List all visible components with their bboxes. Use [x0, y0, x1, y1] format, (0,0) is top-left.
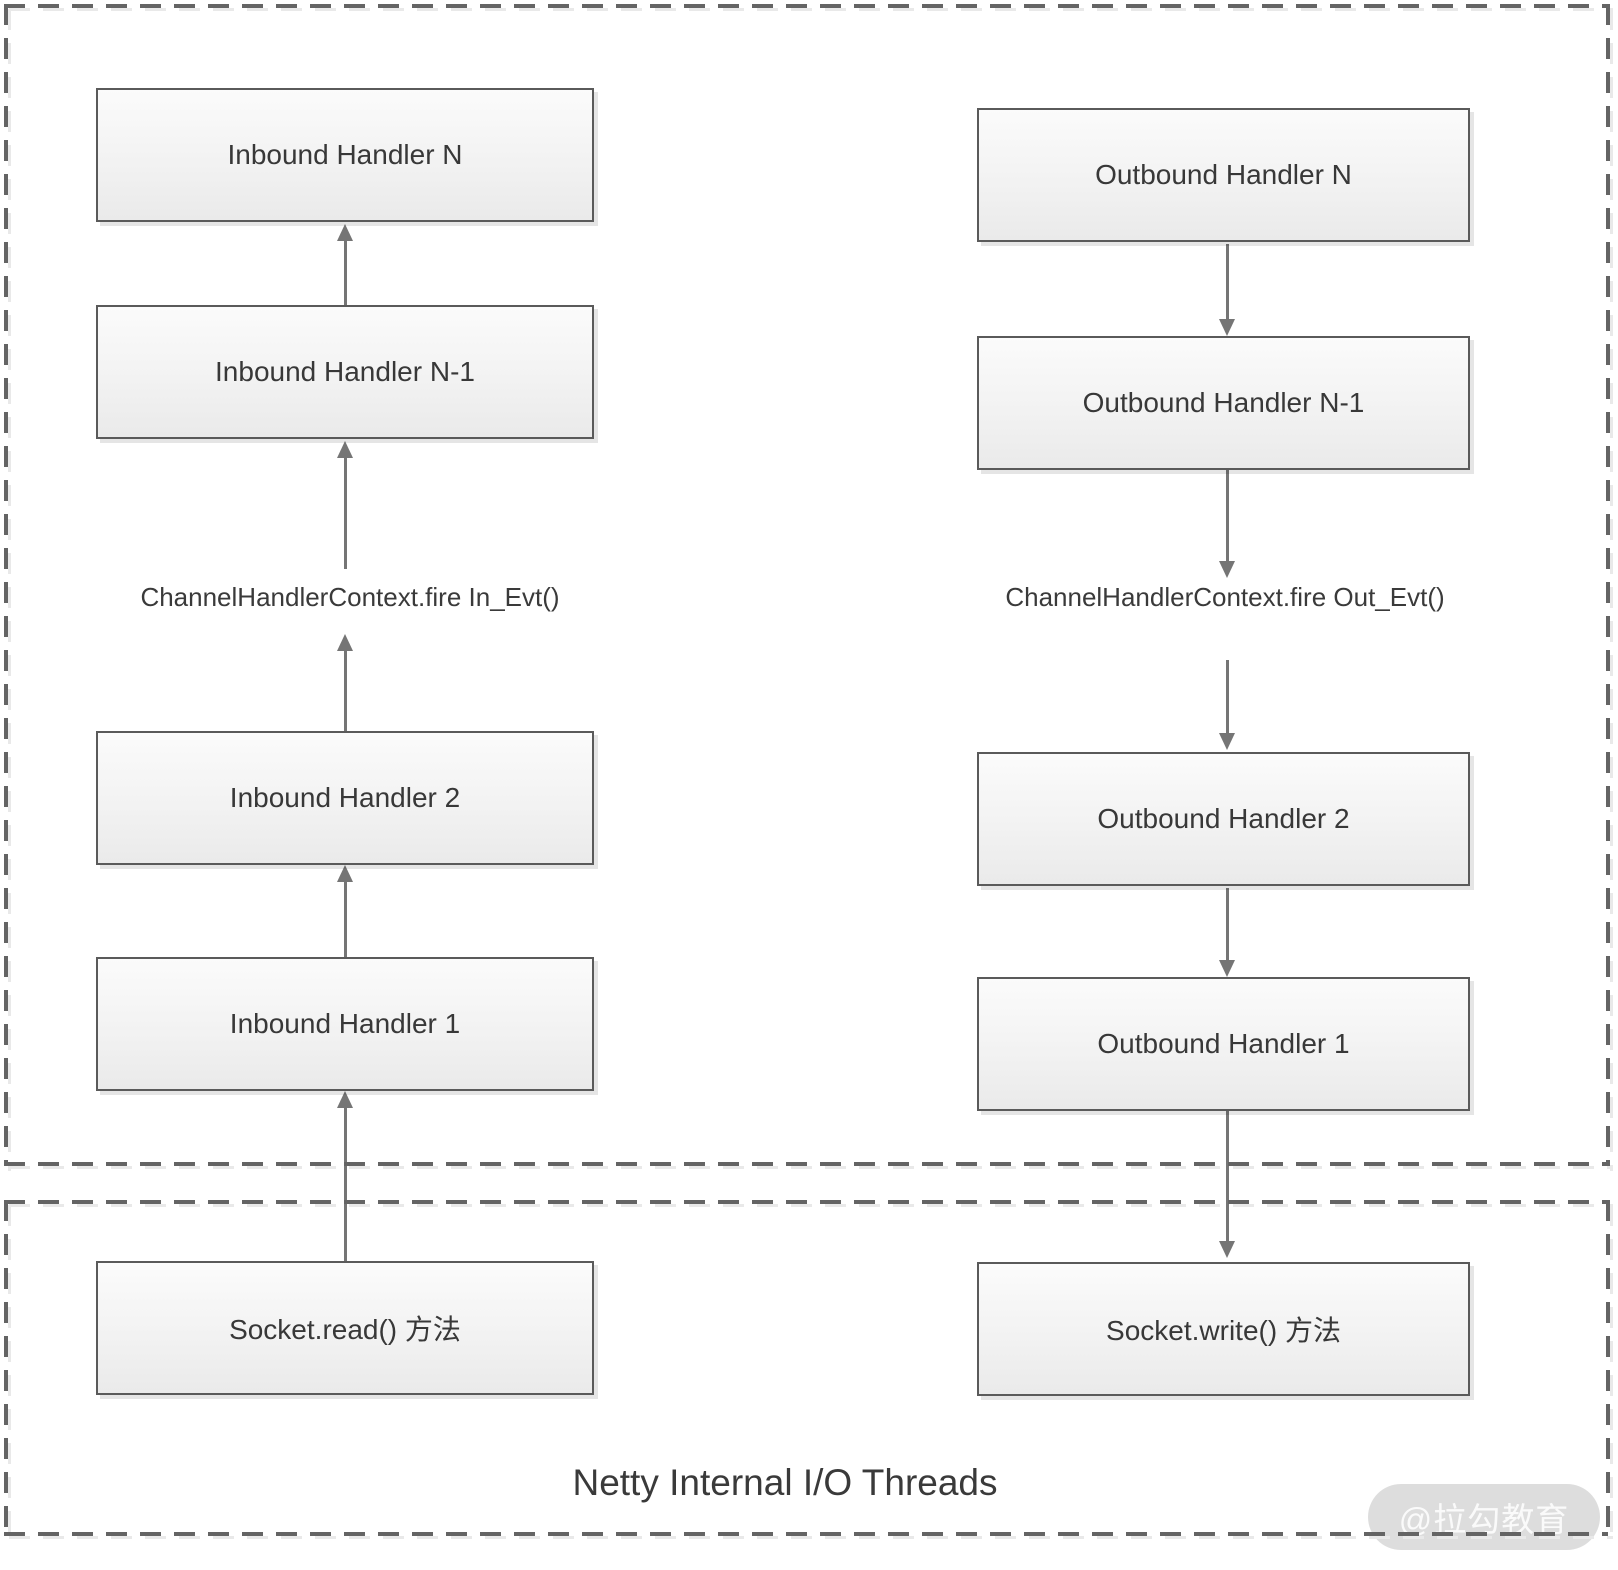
arrow-inbound-1-to-2: [337, 865, 353, 957]
arrow-inbound-n1-to-n: [337, 224, 353, 305]
arrow-down-icon: [1219, 561, 1235, 578]
node-label: Outbound Handler 2: [1097, 803, 1350, 834]
node-label: Inbound Handler N: [227, 139, 463, 170]
io-region-border-left: [4, 1200, 11, 1541]
node-label: Inbound Handler 1: [229, 1008, 461, 1039]
arrow-down-icon: [1219, 319, 1235, 336]
arrow-fire-to-outbound-2: [1219, 660, 1235, 750]
node-socket-write: Socket.write() 方法: [977, 1262, 1470, 1396]
node-label: Outbound Handler N: [1095, 159, 1352, 190]
arrow-outbound-2-to-1: [1219, 888, 1235, 977]
arrow-outbound-n-to-n1: [1219, 244, 1235, 336]
arrow-up-icon: [337, 441, 353, 458]
arrow-fire-to-inbound-n1: [337, 441, 353, 569]
node-label: Outbound Handler 1: [1097, 1028, 1350, 1059]
node-outbound-handler-n1: Outbound Handler N-1: [977, 336, 1470, 470]
arrow-shaft: [343, 458, 347, 569]
pipeline-border-top: [4, 4, 1613, 11]
arrow-shaft: [1225, 470, 1229, 561]
arrow-shaft: [343, 882, 347, 957]
arrow-shaft: [343, 1108, 347, 1261]
arrow-shaft: [343, 651, 347, 731]
arrow-outbound-n1-to-fire: [1219, 470, 1235, 578]
outbound-fire-event-label: ChannelHandlerContext.fire Out_Evt(): [1005, 582, 1445, 612]
watermark-text: @拉勾教育: [1398, 1501, 1570, 1538]
arrow-up-icon: [337, 865, 353, 882]
arrow-socket-read-to-inbound-1: [337, 1091, 353, 1261]
node-outbound-handler-n: Outbound Handler N: [977, 108, 1470, 242]
node-inbound-handler-n1: Inbound Handler N-1: [96, 305, 594, 439]
io-region-border-top: [4, 1200, 1613, 1207]
node-socket-read: Socket.read() 方法: [96, 1261, 594, 1395]
node-outbound-handler-2: Outbound Handler 2: [977, 752, 1470, 886]
node-inbound-handler-2: Inbound Handler 2: [96, 731, 594, 865]
io-region-border-right: [1606, 1200, 1613, 1541]
pipeline-border-right: [1606, 4, 1613, 1171]
arrow-up-icon: [337, 1091, 353, 1108]
arrow-down-icon: [1219, 960, 1235, 977]
arrow-shaft: [1225, 1110, 1229, 1241]
inbound-fire-event-label: ChannelHandlerContext.fire In_Evt(): [140, 582, 560, 612]
node-label: Socket.read() 方法: [229, 1314, 461, 1345]
arrow-shaft: [1225, 888, 1229, 960]
arrow-shaft: [1225, 660, 1229, 733]
watermark-badge: @拉勾教育: [1368, 1484, 1600, 1550]
node-label: Inbound Handler N-1: [215, 356, 475, 387]
io-threads-region-title: Netty Internal I/O Threads: [572, 1462, 998, 1503]
arrow-down-icon: [1219, 1241, 1235, 1258]
node-inbound-handler-n: Inbound Handler N: [96, 88, 594, 222]
arrow-shaft: [343, 241, 347, 305]
node-label: Socket.write() 方法: [1106, 1315, 1341, 1346]
node-outbound-handler-1: Outbound Handler 1: [977, 977, 1470, 1111]
arrow-inbound-2-to-fire: [337, 634, 353, 731]
node-label: Inbound Handler 2: [229, 782, 461, 813]
pipeline-border-left: [4, 4, 11, 1171]
arrow-down-icon: [1219, 733, 1235, 750]
io-region-border-bottom: [4, 1532, 1613, 1539]
node-inbound-handler-1: Inbound Handler 1: [96, 957, 594, 1091]
arrow-outbound-1-to-socket-write: [1219, 1110, 1235, 1258]
pipeline-border-bottom: [4, 1162, 1613, 1169]
arrow-up-icon: [337, 634, 353, 651]
node-label: Outbound Handler N-1: [1082, 387, 1365, 418]
arrow-shaft: [1225, 244, 1229, 319]
arrow-up-icon: [337, 224, 353, 241]
